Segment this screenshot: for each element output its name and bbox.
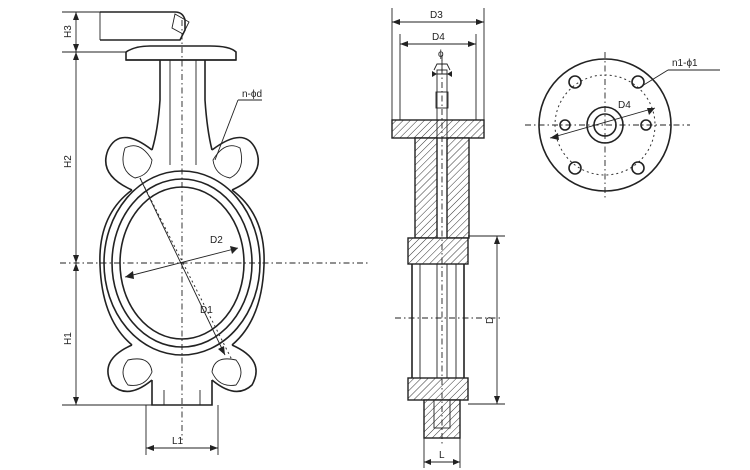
label-d: D: [485, 317, 496, 324]
top-flange-view: [525, 52, 720, 200]
label-d1: D1: [200, 305, 213, 316]
label-h3: H3: [63, 25, 74, 38]
label-d4-side: D4: [432, 32, 445, 43]
label-n-phi-d: n-ϕd: [242, 89, 262, 100]
label-d4-top: D4: [618, 100, 631, 111]
label-l1: L1: [172, 436, 184, 447]
label-l: L: [439, 450, 445, 461]
label-d3: D3: [430, 10, 443, 21]
label-h1: H1: [63, 332, 74, 345]
label-phi: ϕ: [438, 49, 444, 60]
side-section-view: [391, 8, 505, 468]
label-d2: D2: [210, 235, 223, 246]
label-h2: H2: [63, 155, 74, 168]
label-n1-phi1: n1-ϕ1: [672, 58, 698, 69]
front-view: [60, 11, 370, 455]
